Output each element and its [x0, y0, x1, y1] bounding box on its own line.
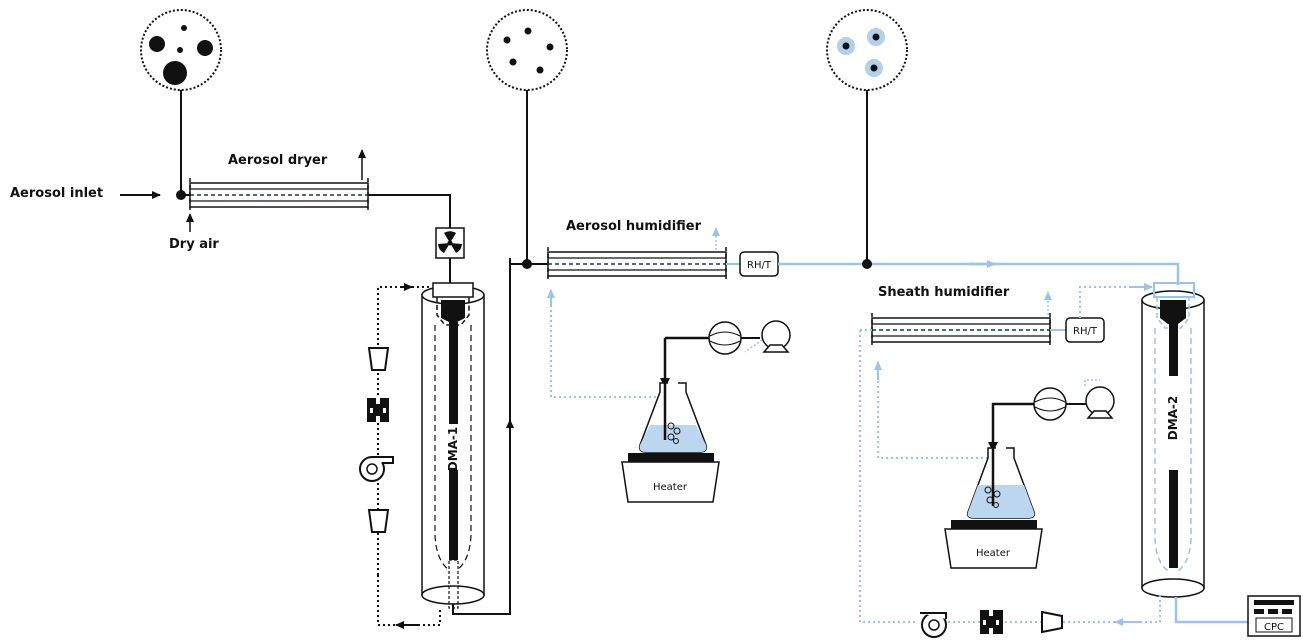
- particles-dry-inlet-view: [140, 9, 222, 195]
- dry-air-label: Dry air: [169, 237, 219, 252]
- sheath-inflow-line: [1079, 286, 1150, 318]
- dma-1-column: [421, 282, 485, 609]
- dma-2-label: DMA-2: [1166, 396, 1180, 441]
- dma1-outlet-line: [452, 258, 548, 615]
- radioactive-neutralizer-icon: [435, 227, 465, 259]
- humidifier1-water-return: [550, 290, 673, 398]
- pump-icon: [761, 320, 791, 353]
- blower-icon: [920, 612, 947, 638]
- aerosol-dryer-label: Aerosol dryer: [228, 153, 328, 168]
- cpc-instrument: [1247, 595, 1301, 637]
- water-bubbler-2: [944, 402, 1043, 569]
- pump2-water-line: [1084, 379, 1100, 386]
- dma-1-label: DMA-1: [446, 427, 460, 472]
- aerosol-humidifier: [547, 227, 727, 281]
- pump-icon: [1085, 386, 1115, 419]
- filter-icon: [367, 347, 390, 371]
- rh-t-label-2: RH/T: [1073, 326, 1098, 337]
- dryer-to-dma1-line: [368, 194, 451, 284]
- humidifier2-water-return: [877, 362, 991, 459]
- rh-t-label-1: RH/T: [747, 260, 772, 271]
- dma-2-column: [1141, 282, 1205, 598]
- particles-dried-view: [486, 9, 568, 264]
- water-bubbler-1: [621, 336, 720, 503]
- humidified-aerosol-line: [778, 259, 1180, 285]
- dma2-sample-outlet: [1174, 597, 1248, 624]
- particles-humidified-view: [826, 9, 908, 264]
- aerosol-inlet-line: [120, 190, 190, 200]
- aerosol-dryer: [186, 149, 369, 232]
- dma2-excess-outlet: [1135, 595, 1161, 623]
- flowmeter-icon: [708, 321, 760, 355]
- blower-icon: [359, 456, 394, 482]
- filter-icon: [1041, 610, 1063, 634]
- cpc-label: CPC: [1264, 622, 1284, 633]
- sheath-recirculation-line: [859, 330, 915, 623]
- filter-icon: [367, 509, 390, 533]
- pump1-water-line: [744, 339, 763, 353]
- aerosol-inlet-label: Aerosol inlet: [10, 186, 103, 201]
- sheath-humidifier: [871, 291, 1052, 347]
- aerosol-humidifier-label: Aerosol humidifier: [566, 219, 702, 234]
- heater-label-2: Heater: [976, 548, 1011, 559]
- heater-label-1: Heater: [653, 482, 688, 493]
- flowmeter-icon: [1033, 387, 1086, 421]
- flowmeter-icon: [367, 398, 389, 422]
- rh-t-sensor-2: [1065, 317, 1105, 343]
- sheath-humidifier-label: Sheath humidifier: [878, 285, 1010, 300]
- flowmeter-icon: [980, 610, 1003, 634]
